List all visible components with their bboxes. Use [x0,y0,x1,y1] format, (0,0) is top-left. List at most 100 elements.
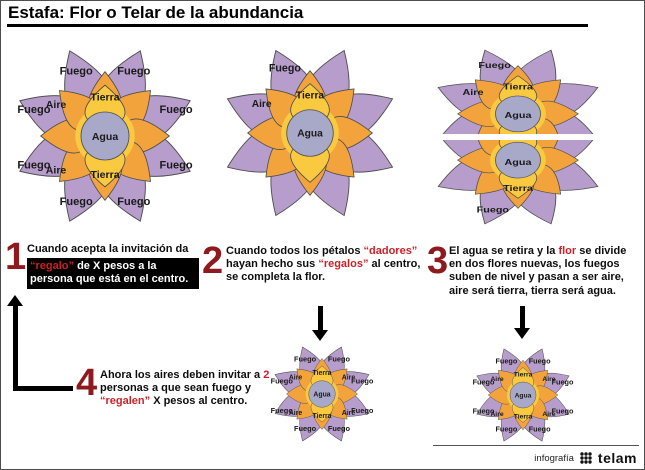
step-1-number: 1 [5,236,27,278]
step-3-number: 3 [427,240,449,282]
flower-label-fuego: Fuego [473,407,495,416]
flower-label-tierra: Tierra [503,184,533,194]
agua-center [495,141,541,179]
step-1-blackbox: “regalo” de X pesos a la persona que est… [27,258,199,289]
page-title: Estafa: Flor o Telar de la abundancia [8,3,304,22]
flower-label-fuego: Fuego [328,355,351,364]
flower-label-aire: Aire [490,376,503,383]
step-2-highlight-regalos: “regalos” [318,258,369,271]
flower-label-tierra: Tierra [90,169,119,181]
step-1-line1: Cuando acepta la invitación da [27,243,189,255]
flower-label-tierra: Tierra [503,82,533,92]
step-2-highlight-dadores: “dadores” [363,245,418,257]
flower-label-fuego: Fuego [269,63,302,75]
flower-label-fuego: Fuego [271,376,294,385]
step-1-highlight-regalo: “regalo” [30,260,75,273]
agua-center [495,95,541,133]
footer: infografía telam [534,450,637,466]
agua-center [80,111,130,161]
agua-center [509,381,537,409]
flower-label-tierra: Tierra [296,91,325,102]
step-4-part2: personas a que sean fuego y [100,382,251,395]
flower-label-fuego: Fuego [271,406,294,415]
flower-label-fuego: Fuego [117,196,150,208]
arrow-down-right-icon [514,328,530,339]
flower-label-fuego: Fuego [294,355,317,364]
flower-label-fuego: Fuego [552,407,574,416]
step-3-part2: se divide en dos flores nuevas, los fueg… [449,245,627,297]
step-3-text: El agua se retira y la flor se divide en… [449,245,639,298]
flower-label-agua: Agua [505,111,533,121]
flower-label-aire: Aire [542,411,555,418]
agua-center [286,109,334,157]
flower-label-aire: Aire [342,375,356,382]
flower-label-fuego: Fuego [351,406,374,415]
flower-label-aire: Aire [490,411,503,418]
arrow-up-icon [7,295,23,306]
flower-label-agua: Agua [505,158,533,168]
arrow-down-left-shaft [318,306,323,332]
step-3-part1: El agua se retira y la [449,245,559,257]
arrow-elbow-vertical [13,306,18,391]
flower-label-aire: Aire [46,99,67,111]
flower-label-fuego: Fuego [495,424,517,433]
flower-label-aire: Aire [289,375,303,382]
flower-label-fuego: Fuego [478,61,510,71]
flower-label-fuego: Fuego [495,356,517,365]
flower-label-tierra: Tierra [313,370,332,377]
step-4-highlight-2: 2 [263,369,270,381]
flower-label-fuego: Fuego [60,66,93,78]
step-1-text: Cuando acepta la invitación da “regalo” … [27,243,199,289]
telam-logo-icon [580,452,592,464]
flower-label-fuego: Fuego [17,160,50,172]
flower-label-fuego: Fuego [294,424,317,433]
flower-label-fuego: Fuego [473,378,495,387]
flower-label-fuego: Fuego [529,424,551,433]
arrow-down-left-icon [312,330,328,341]
flower-label-aire: Aire [542,376,555,383]
step-2-part1: Cuando todos los pétalos [226,245,364,257]
footer-credit: infografía [534,452,574,464]
flower-label-tierra: Tierra [514,371,533,378]
flower-label-fuego: Fuego [117,66,150,78]
flower-label-fuego: Fuego [351,376,374,385]
step-1-box-rest: de X pesos a la persona que está en el c… [30,260,189,286]
flower-label-aire: Aire [289,410,303,417]
flower-label-aire: Aire [463,88,485,98]
flower-label-fuego: Fuego [17,104,50,116]
flower-label-aire: Aire [46,164,67,176]
flower-label-agua: Agua [313,392,330,399]
flower-label-tierra: Tierra [514,413,533,420]
step-2-text: Cuando todos los pétalos “dadores” hayan… [226,245,422,285]
flower-label-agua: Agua [515,393,532,400]
flower-label-tierra: Tierra [90,91,119,103]
step-3-highlight-flor: flor [558,245,577,257]
step-4-highlight-regalen: “regalen” [100,395,151,408]
step-4-part3: X pesos al centro. [150,395,248,408]
step-2-number: 2 [202,240,224,282]
flower-label-agua: Agua [92,131,119,143]
step-2-part3: al centro, se completa la flor. [226,258,421,284]
flower-label-tierra: Tierra [313,413,332,420]
flower-label-fuego: Fuego [552,378,574,387]
agua-center [308,380,336,408]
flower-label-agua: Agua [297,129,323,140]
footer-brand: telam [597,450,637,466]
flower-label-fuego: Fuego [159,160,192,172]
flower-label-fuego: Fuego [477,206,509,216]
title-underline [7,24,588,27]
flower-label-fuego: Fuego [529,356,551,365]
step-4-text: Ahora los aires deben invitar a 2 person… [100,369,272,409]
flower-label-aire: Aire [342,410,356,417]
